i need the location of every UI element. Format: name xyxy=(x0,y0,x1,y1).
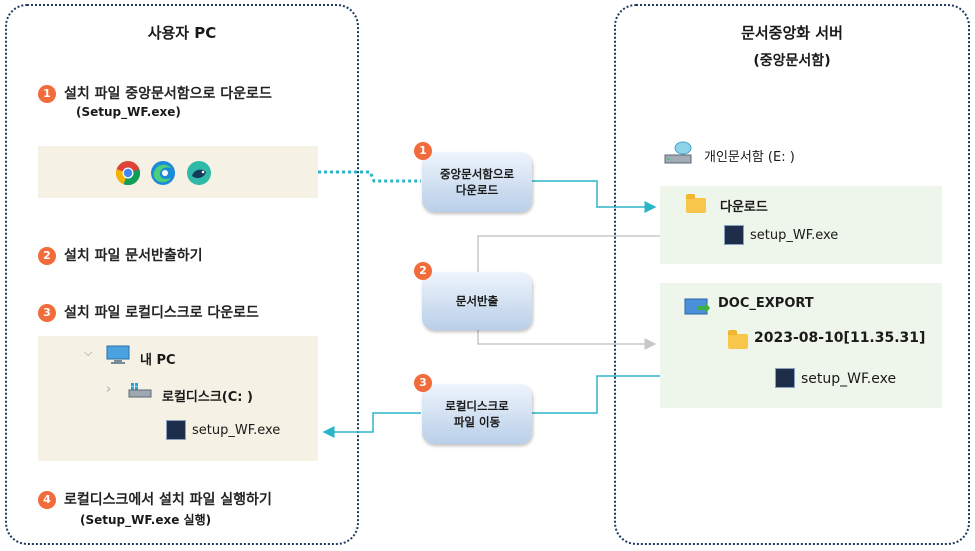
step2-badge: 2 xyxy=(38,247,56,265)
user-pc-title: 사용자 PC xyxy=(147,24,217,42)
server-subtitle: (중앙문서함) xyxy=(753,53,831,69)
download-folder-icon xyxy=(686,194,706,213)
download-folder[interactable]: 다운로드 xyxy=(720,200,768,215)
step4-badge: 4 xyxy=(38,491,56,509)
arrow-download xyxy=(532,180,657,213)
action3-line2: 파일 이동 xyxy=(453,415,501,429)
chrome-icon[interactable] xyxy=(115,160,141,186)
download-box xyxy=(660,186,942,264)
action2-badge: 2 xyxy=(414,262,432,280)
export-folder[interactable]: DOC_EXPORT xyxy=(718,296,814,311)
exe-file-icon xyxy=(166,420,186,440)
user-pc-panel xyxy=(5,4,359,545)
action1-badge: 1 xyxy=(414,142,432,160)
explorer-pc[interactable]: 내 PC xyxy=(140,353,176,368)
date-folder[interactable]: 2023-08-10[11.35.31] xyxy=(754,330,926,346)
step4-text: 4 로컬디스크에서 설치 파일 실행하기 xyxy=(38,489,272,509)
step3-text: 3 설치 파일 로컬디스크로 다운로드 xyxy=(38,302,259,322)
explorer-file[interactable]: setup_WF.exe xyxy=(192,423,281,438)
action2-line1: 문서반출 xyxy=(455,294,499,308)
action3-line1: 로컬디스크로 xyxy=(445,399,509,413)
download-file[interactable]: setup_WF.exe xyxy=(750,228,839,243)
line-export-top xyxy=(477,235,660,272)
exe-file-icon xyxy=(724,225,744,245)
chevron-right-icon[interactable]: › xyxy=(106,382,112,397)
action1-line2: 다운로드 xyxy=(455,183,499,197)
arrow-move xyxy=(322,412,421,438)
step1-label: 설치 파일 중앙문서함으로 다운로드 xyxy=(64,86,272,102)
dotted-link xyxy=(318,170,421,183)
step1-badge: 1 xyxy=(38,85,56,103)
whale-icon[interactable] xyxy=(186,160,212,186)
date-folder-icon xyxy=(728,330,748,349)
network-drive-icon xyxy=(664,141,692,164)
local-disk-icon xyxy=(128,383,152,398)
exe-file-icon xyxy=(775,368,795,388)
action1-line1: 중앙문서함으로 xyxy=(439,167,515,181)
explorer-panel xyxy=(38,336,318,461)
action-export[interactable]: 2 문서반출 xyxy=(414,262,532,330)
export-folder-icon xyxy=(684,298,710,315)
computer-icon xyxy=(106,345,130,364)
step3-badge: 3 xyxy=(38,304,56,322)
edge-icon[interactable] xyxy=(150,160,176,186)
step2-text: 2 설치 파일 문서반출하기 xyxy=(38,245,203,265)
export-file[interactable]: setup_WF.exe xyxy=(801,371,897,387)
drive-label[interactable]: 개인문서함 (E: ) xyxy=(704,150,795,165)
server-panel xyxy=(614,4,970,545)
step1-text: 1 설치 파일 중앙문서함으로 다운로드 xyxy=(38,83,272,103)
server-title: 문서중앙화 서버 xyxy=(741,24,843,42)
step4-label: 로컬디스크에서 설치 파일 실행하기 xyxy=(64,492,272,508)
action3-badge: 3 xyxy=(414,374,432,392)
arrow-export xyxy=(477,330,657,350)
line-move xyxy=(532,375,660,414)
step4-sub: (Setup_WF.exe 실행) xyxy=(80,513,212,527)
explorer-disk[interactable]: 로컬디스크(C: ) xyxy=(162,390,253,405)
chevron-down-icon[interactable]: ⌵ xyxy=(84,346,93,359)
step3-label: 설치 파일 로컬디스크로 다운로드 xyxy=(64,305,259,321)
step1-sub: (Setup_WF.exe) xyxy=(76,105,181,119)
browser-strip xyxy=(38,146,318,198)
step2-label: 설치 파일 문서반출하기 xyxy=(64,248,203,264)
